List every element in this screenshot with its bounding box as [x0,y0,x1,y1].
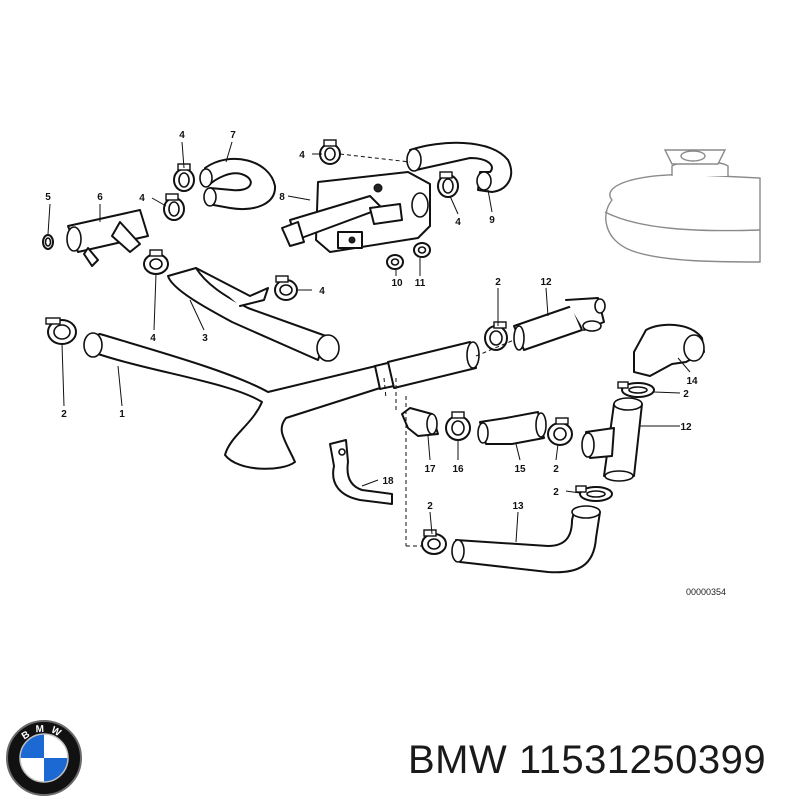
callout-16: 16 [452,464,464,475]
bracket-18 [329,439,393,505]
callout-9: 9 [489,215,495,226]
clamp-4e [319,139,341,165]
clamp-2a [45,317,77,345]
valve-8 [281,171,431,253]
callout-4: 4 [455,217,461,228]
elbow-14 [633,323,705,377]
drawing-number: 00000354 [686,587,727,597]
fitting-15 [477,411,547,445]
callout-12: 12 [540,277,552,288]
clamp-4a [173,163,195,192]
brand-part-number: BMW 11531250399 [408,738,767,782]
hose-7 [199,158,277,210]
assembly-lines [339,153,515,547]
clamp-4b [163,193,185,221]
clamp-4c [143,249,169,275]
clamp-2c [617,381,655,398]
fitting-16 [445,411,471,441]
clamp-4f [437,171,459,198]
callout-4: 4 [319,286,325,297]
callout-14: 14 [686,376,698,387]
hose-9 [406,141,513,193]
callout-15: 15 [514,464,526,475]
callout-2: 2 [683,389,689,400]
hose-3 [167,267,340,362]
callout-17: 17 [424,464,436,475]
callout-11: 11 [415,278,426,289]
nut-10 [386,254,404,270]
callout-labels: 5 6 4 4 7 4 3 4 8 9 4 10 11 4 2 1 2 12 1… [45,130,698,512]
callout-3: 3 [202,333,208,344]
callout-12: 12 [680,422,692,433]
callout-8: 8 [279,192,285,203]
callout-1: 1 [119,409,125,420]
bmw-logo-icon: BMW [6,720,82,796]
clamp-2f [421,529,447,555]
callout-2: 2 [495,277,501,288]
callout-7: 7 [230,130,236,141]
expansion-tank [604,149,761,263]
callout-4: 4 [139,193,145,204]
hose-13 [451,505,601,574]
callout-2: 2 [553,487,559,498]
nut-11 [413,242,431,258]
callout-4: 4 [299,150,305,161]
callout-5: 5 [45,192,51,203]
callout-10: 10 [391,278,403,289]
connector-6 [42,209,149,267]
leader-lines [47,141,691,543]
t-piece-12b [581,397,643,482]
callout-2: 2 [553,464,559,475]
clamp-2e [575,485,613,502]
callout-4: 4 [150,333,156,344]
callout-4: 4 [179,130,185,141]
fitting-17 [401,407,439,437]
callout-6: 6 [97,192,103,203]
callout-18: 18 [382,476,394,487]
clamp-4d [274,275,298,301]
clamp-2d [547,417,573,446]
parts-diagram: 5 6 4 4 7 4 3 4 8 9 4 10 11 4 2 1 2 12 1… [42,130,761,574]
callout-2: 2 [61,409,67,420]
callout-2: 2 [427,501,433,512]
clamp-2b [484,321,508,351]
pipe-segment [387,341,480,389]
t-piece-12a [513,297,606,351]
callout-13: 13 [512,501,524,512]
